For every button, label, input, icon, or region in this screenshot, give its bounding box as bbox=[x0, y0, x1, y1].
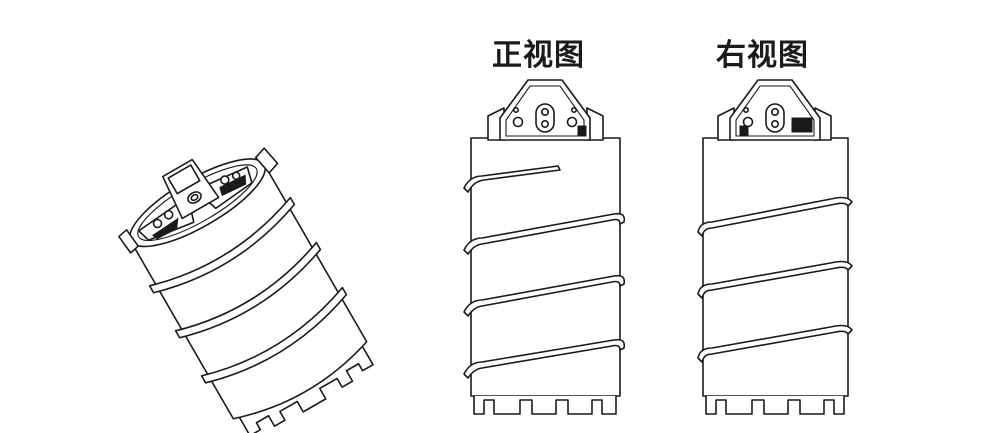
right-bracket-holes bbox=[739, 103, 813, 137]
isometric-view bbox=[118, 147, 374, 433]
right-view-title: 右视图 bbox=[716, 38, 809, 73]
iso-side-lug bbox=[254, 147, 279, 174]
iso-teeth bbox=[239, 346, 374, 433]
front-teeth bbox=[473, 395, 617, 415]
right-spiral-flights bbox=[697, 196, 853, 363]
front-view bbox=[463, 79, 626, 415]
front-bracket-holes bbox=[512, 103, 587, 137]
iso-center-hub bbox=[161, 158, 220, 220]
iso-spiral-flights bbox=[148, 196, 348, 384]
right-teeth bbox=[705, 395, 845, 415]
right-view bbox=[697, 79, 853, 415]
front-spiral-flights bbox=[463, 165, 626, 379]
iso-bolt-holes bbox=[152, 171, 241, 229]
front-bracket-right-ear bbox=[586, 107, 604, 141]
front-view-title: 正视图 bbox=[492, 38, 585, 73]
